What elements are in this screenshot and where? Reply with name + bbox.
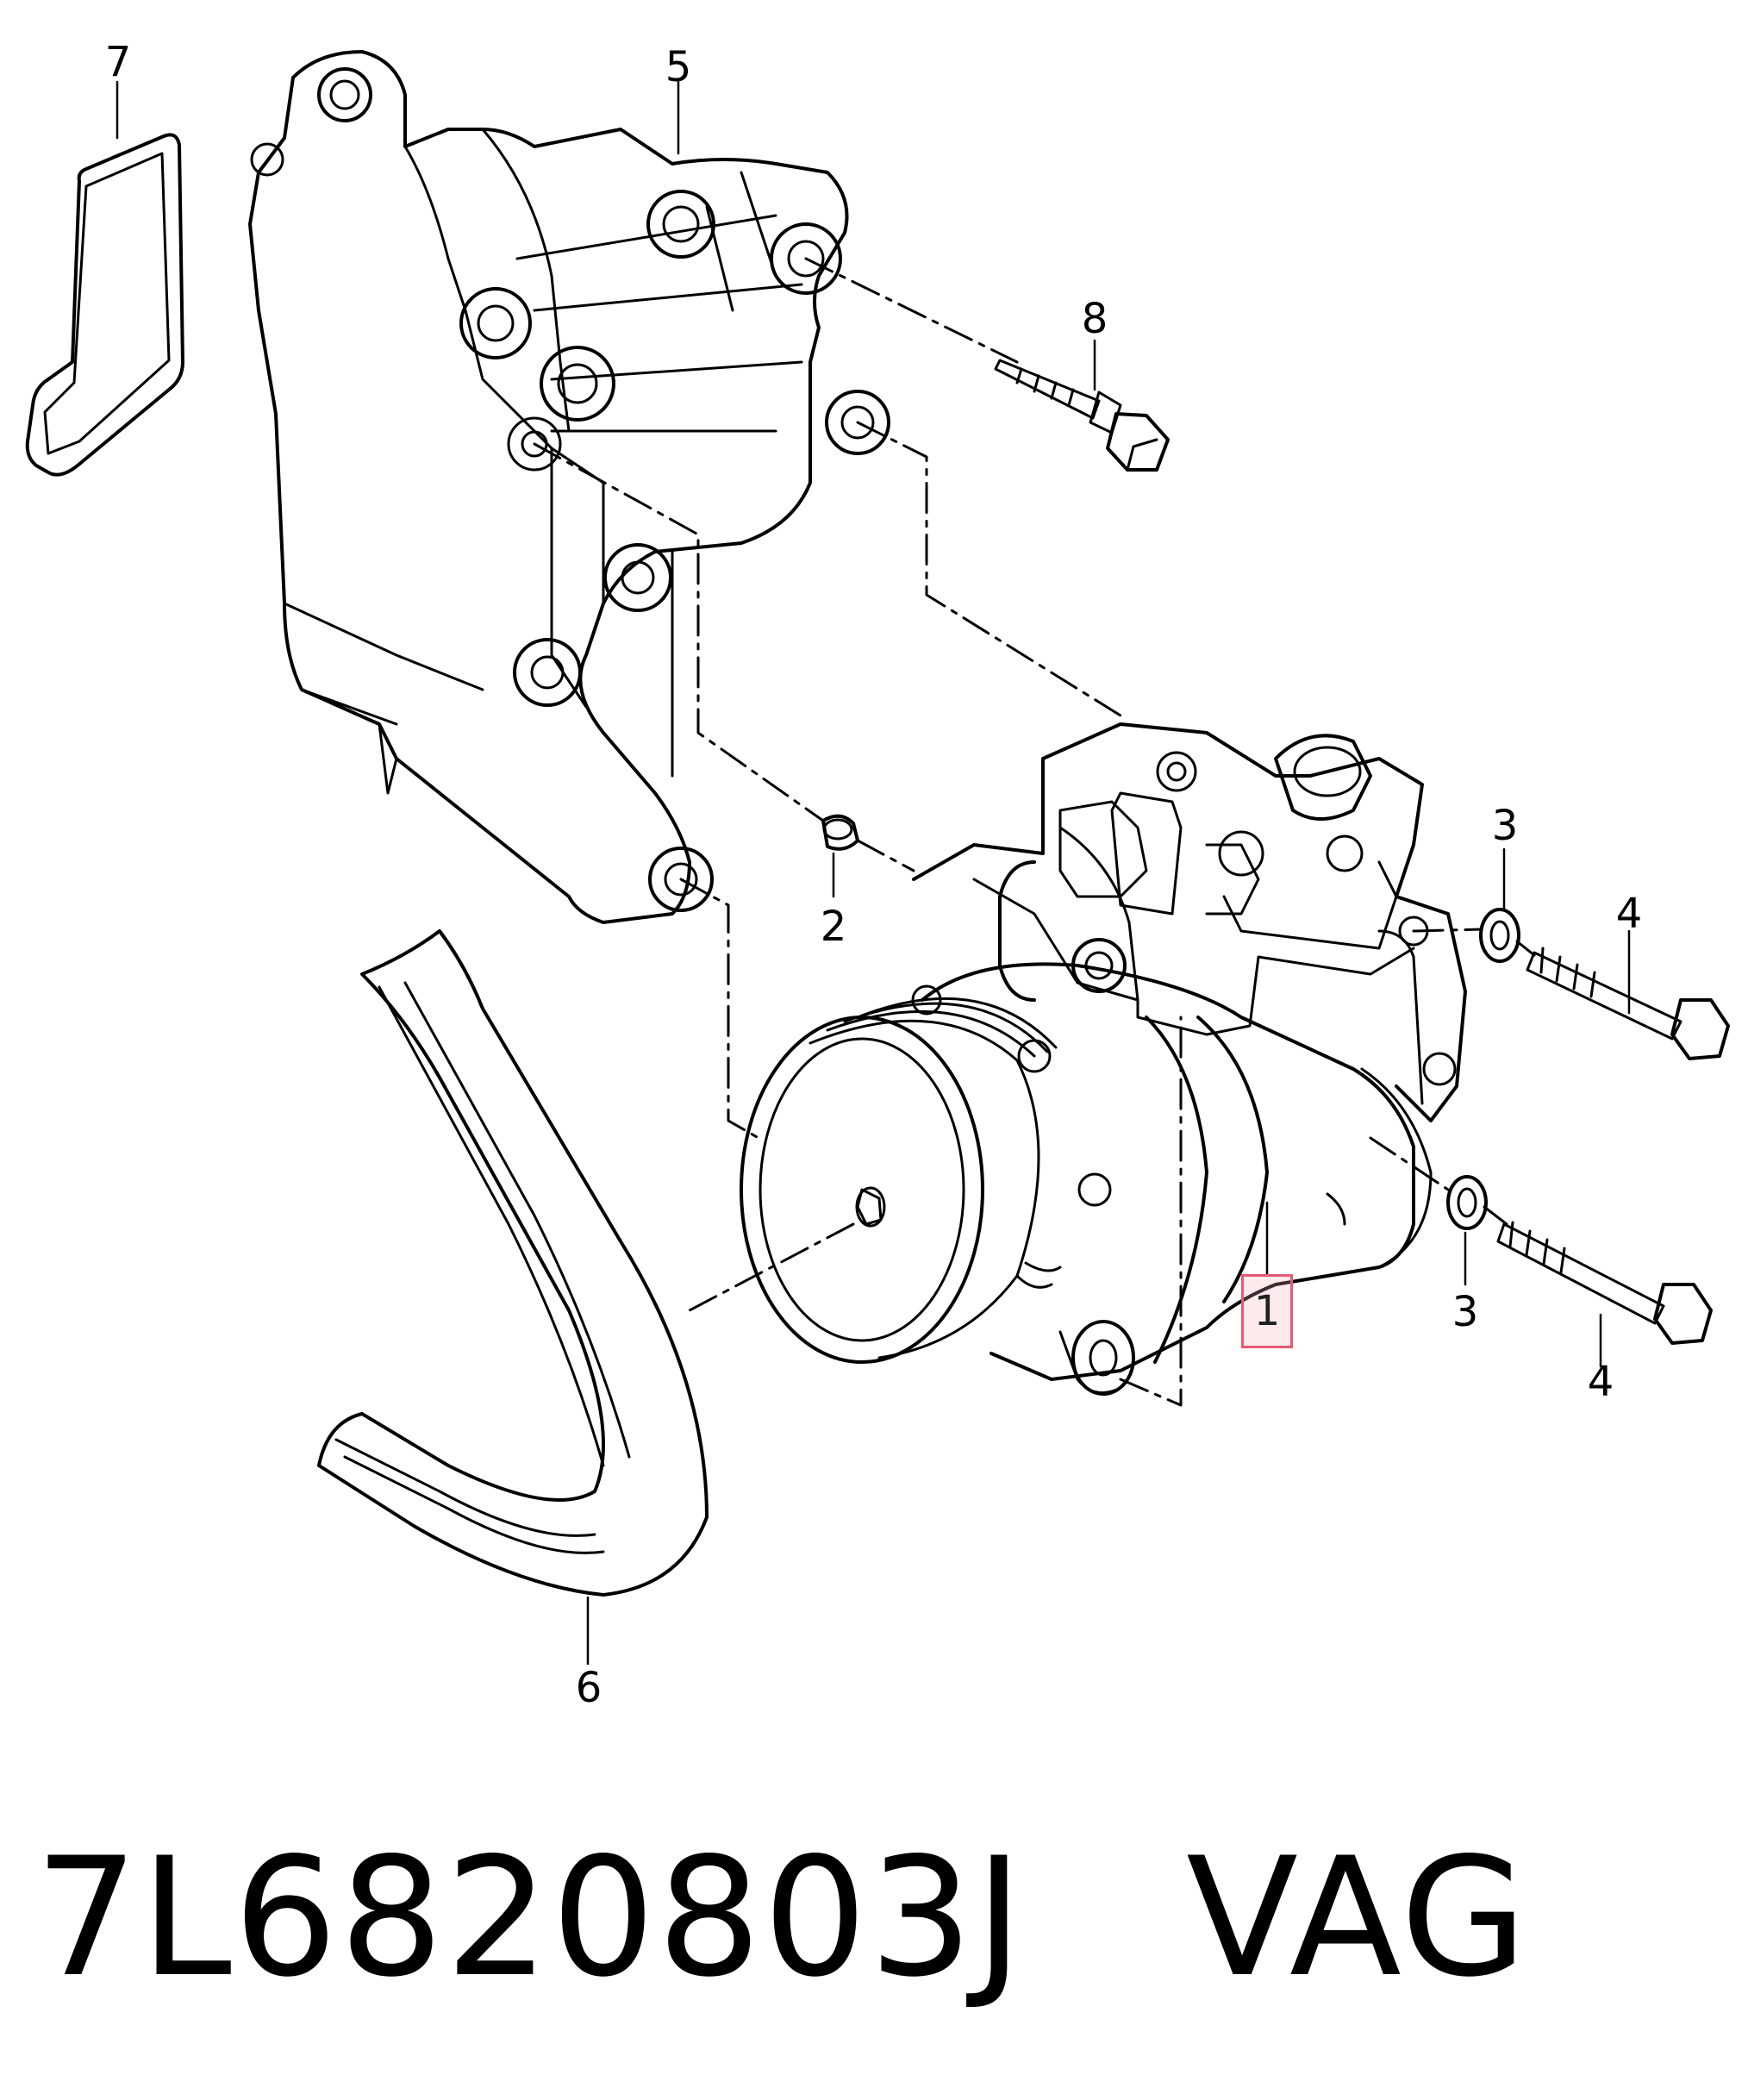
washer-parts-3 xyxy=(1446,908,1520,1230)
assembly-leader-lines xyxy=(533,257,1536,1407)
bracket-part-5 xyxy=(248,50,890,924)
callout-7: 7 xyxy=(104,38,132,86)
gasket-part-7 xyxy=(25,133,184,477)
callout-3-bottom: 3 xyxy=(1451,1288,1479,1336)
brand-name: VAG xyxy=(1186,1822,1529,2013)
callout-leaders xyxy=(115,80,1631,1666)
screw-part-8 xyxy=(994,359,1170,472)
callout-1: 1 xyxy=(1253,1287,1281,1335)
callout-6: 6 xyxy=(575,1664,602,1712)
callout-8: 8 xyxy=(1081,295,1108,343)
callout-2: 2 xyxy=(820,903,847,951)
compressor-part-1 xyxy=(740,722,1467,1396)
bolt-parts-4 xyxy=(1496,947,1730,1345)
sleeve-part-2 xyxy=(821,814,859,851)
belt-part-6 xyxy=(317,929,709,1597)
part-caption: 7L6820803J VAG xyxy=(34,1836,1529,2000)
callout-4-top: 4 xyxy=(1615,890,1643,938)
highlighted-callout-box xyxy=(1241,1274,1293,1348)
callout-3-top: 3 xyxy=(1491,802,1519,850)
callout-5: 5 xyxy=(665,43,692,91)
part-number: 7L6820803J xyxy=(34,1822,1025,2013)
callout-4-bottom: 4 xyxy=(1587,1358,1614,1406)
